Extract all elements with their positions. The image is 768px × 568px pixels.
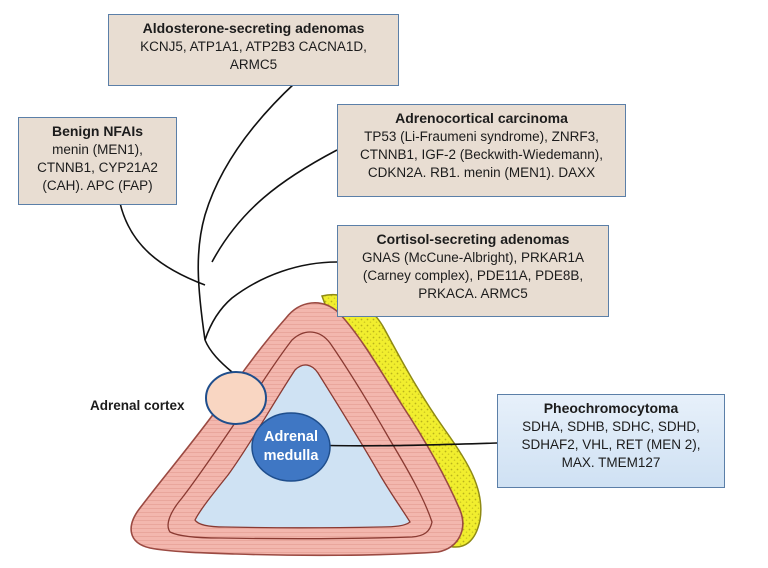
connector-lines bbox=[119, 81, 498, 447]
carcinoma-line-1: TP53 (Li-Fraumeni syndrome), ZNRF3, bbox=[364, 129, 599, 144]
aldosterone-title: Aldosterone-secreting adenomas bbox=[142, 20, 365, 36]
carcinoma-title: Adrenocortical carcinoma bbox=[395, 110, 568, 126]
connector-carcinoma bbox=[211, 149, 338, 263]
carcinoma-line-2: CTNNB1, IGF-2 (Beckwith-Wiedemann), bbox=[359, 147, 604, 162]
connector-benign bbox=[119, 202, 206, 286]
adrenal-medulla-label-line-1: Adrenal bbox=[264, 429, 318, 445]
aldosterone-box: Aldosterone-secreting adenomas KCNJ5, AT… bbox=[108, 14, 399, 86]
pheochromocytoma-line-2: SDHAF2, VHL, RET (MEN 2), bbox=[521, 437, 701, 452]
benign-nfai-line-2: CTNNB1, CYP21A2 bbox=[37, 160, 158, 175]
pheochromocytoma-box: Pheochromocytoma SDHA, SDHB, SDHC, SDHD,… bbox=[497, 394, 725, 488]
connector-aldosterone bbox=[197, 81, 297, 341]
adrenal-medulla-label-line-2: medulla bbox=[263, 448, 319, 464]
connector-pheo bbox=[309, 442, 498, 447]
benign-nfai-box: Benign NFAIs menin (MEN1), CTNNB1, CYP21… bbox=[18, 117, 177, 205]
carcinoma-line-3: CDKN2A. RB1. menin (MEN1). DAXX bbox=[367, 165, 596, 180]
adrenal-cortex-rim bbox=[167, 331, 433, 540]
cortisol-line-1: GNAS (McCune-Albright), PRKAR1A bbox=[361, 250, 585, 265]
carcinoma-box: Adrenocortical carcinoma TP53 (Li-Fraume… bbox=[337, 104, 626, 197]
connector-cortisol bbox=[204, 261, 338, 341]
cortisol-box: Cortisol-secreting adenomas GNAS (McCune… bbox=[337, 225, 609, 317]
pheochromocytoma-line-1: SDHA, SDHB, SDHC, SDHD, bbox=[522, 419, 700, 434]
adrenal-cortex-marker bbox=[205, 371, 267, 425]
cortisol-title: Cortisol-secreting adenomas bbox=[376, 231, 570, 247]
aldosterone-line-1: KCNJ5, ATP1A1, ATP2B3 CACNA1D, bbox=[140, 39, 367, 54]
pheochromocytoma-title: Pheochromocytoma bbox=[543, 400, 679, 416]
benign-nfai-title: Benign NFAIs bbox=[51, 123, 143, 139]
cortisol-line-2: (Carney complex), PDE11A, PDE8B, bbox=[362, 268, 584, 283]
adrenal-medulla-label: Adrenal medulla bbox=[252, 428, 330, 466]
aldosterone-line-2: ARMC5 bbox=[229, 57, 278, 72]
connector-trunk bbox=[204, 339, 233, 373]
adrenal-cortex-label: Adrenal cortex bbox=[90, 398, 185, 413]
benign-nfai-line-3: (CAH). APC (FAP) bbox=[42, 178, 153, 193]
adrenal-medulla-marker bbox=[251, 412, 331, 482]
benign-nfai-line-1: menin (MEN1), bbox=[52, 142, 143, 157]
pheochromocytoma-line-3: MAX. TMEM127 bbox=[561, 455, 661, 470]
cortisol-line-3: PRKACA. ARMC5 bbox=[418, 286, 528, 301]
